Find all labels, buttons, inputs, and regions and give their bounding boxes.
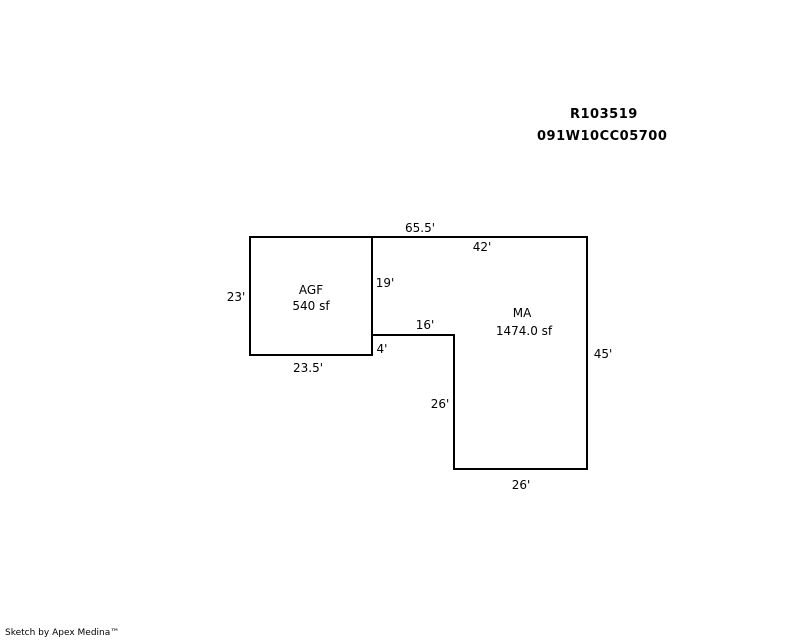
dim-agf-left: 23' bbox=[227, 290, 246, 304]
agf-outline bbox=[249, 236, 373, 356]
dim-agf-bottom: 23.5' bbox=[293, 361, 323, 375]
dim-ma-step-horizontal: 16' bbox=[416, 318, 435, 332]
dim-ma-right: 45' bbox=[594, 347, 613, 361]
agf-area: 540 sf bbox=[292, 299, 330, 313]
dim-ma-inner-vertical: 19' bbox=[376, 276, 395, 290]
ma-outline bbox=[372, 236, 588, 470]
sketch-credit: Sketch by Apex Medina™ bbox=[5, 628, 120, 638]
dim-ma-top: 42' bbox=[473, 240, 492, 254]
dim-ma-lower-left: 26' bbox=[431, 397, 450, 411]
dim-ma-bottom: 26' bbox=[512, 478, 531, 492]
ma-label: MA bbox=[513, 306, 532, 320]
ma-area: 1474.0 sf bbox=[496, 324, 553, 338]
dim-ma-step-vertical: 4' bbox=[377, 342, 388, 356]
agf-label: AGF bbox=[299, 283, 323, 297]
map-number: 091W10CC05700 bbox=[537, 129, 668, 144]
parcel-id: R103519 bbox=[570, 107, 638, 122]
dim-overall-top: 65.5' bbox=[405, 221, 435, 235]
